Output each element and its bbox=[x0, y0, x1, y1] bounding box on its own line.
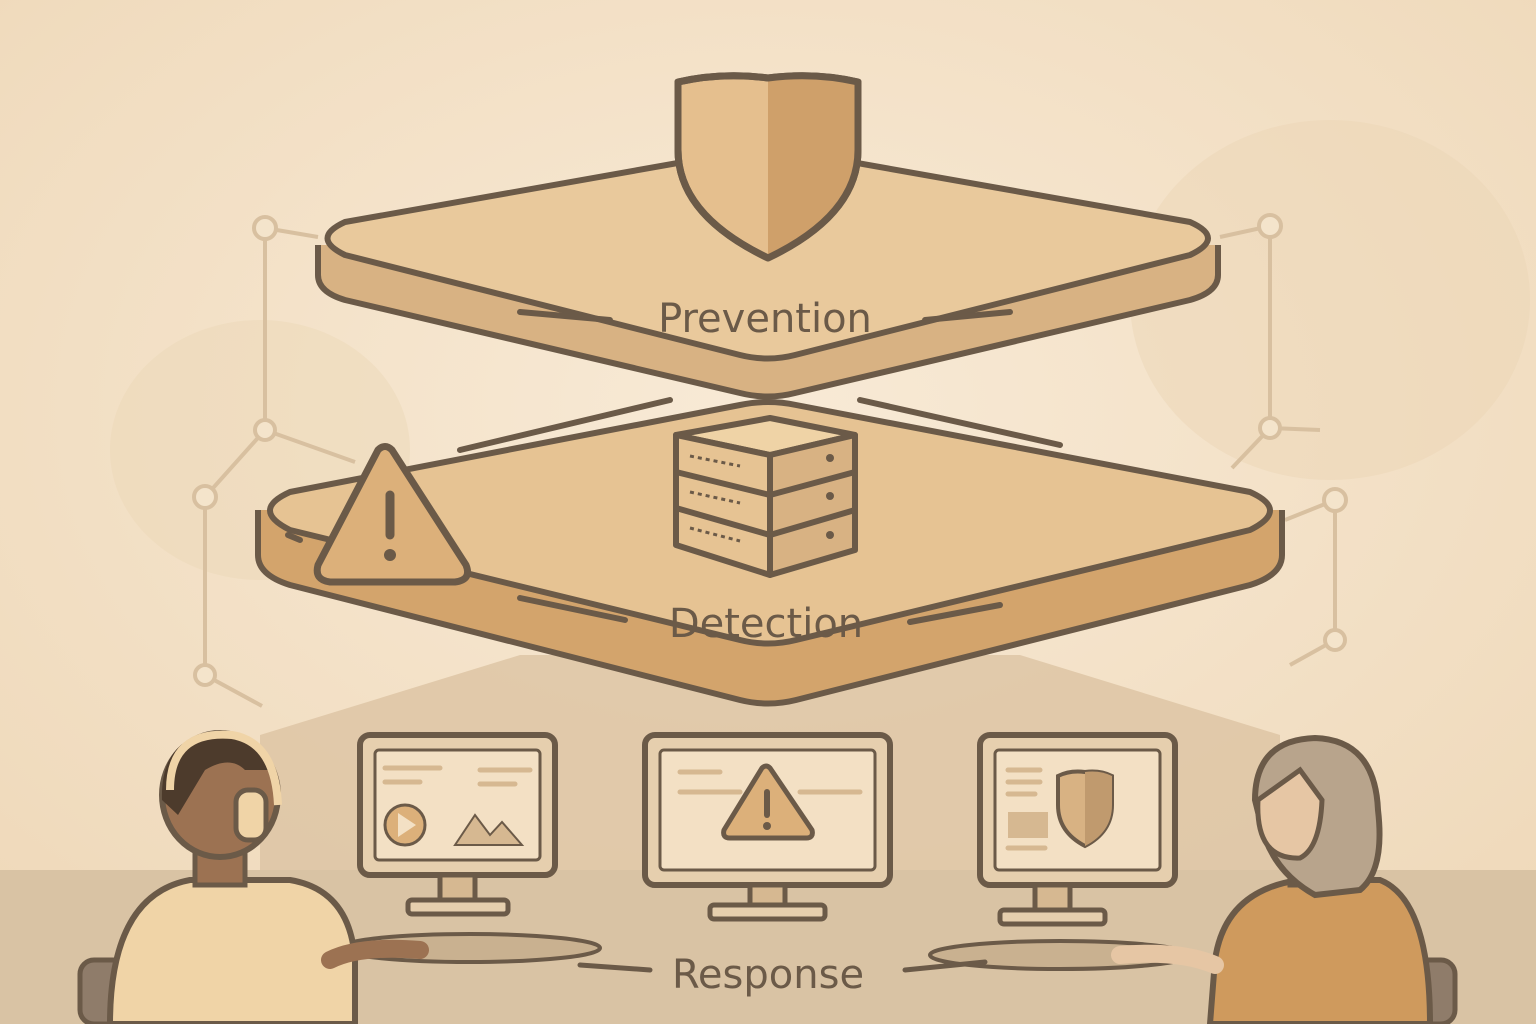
analyst-right bbox=[1111, 734, 1458, 1024]
response-label-dash-right bbox=[902, 959, 988, 973]
server-stack-icon bbox=[673, 415, 858, 578]
image-icon bbox=[453, 813, 525, 846]
warning-icon bbox=[721, 763, 815, 841]
response-area: Response bbox=[77, 730, 1458, 1024]
response-label: Response bbox=[672, 952, 864, 998]
floor bbox=[0, 870, 1536, 1024]
response-label-dash-left bbox=[577, 962, 653, 973]
network-nodes bbox=[192, 213, 1348, 687]
background-blob bbox=[1130, 120, 1530, 480]
shield-monitor bbox=[977, 732, 1178, 927]
detection-edge-accent bbox=[285, 532, 303, 543]
detection-edge-accent bbox=[857, 397, 1063, 448]
prevention-label-dash-left bbox=[517, 309, 613, 323]
prevention-label: Prevention bbox=[658, 296, 872, 342]
detection-label-dash-right bbox=[907, 602, 1003, 625]
detection-layer: Detection bbox=[255, 397, 1285, 707]
analyst-left bbox=[77, 730, 429, 1024]
play-icon bbox=[383, 803, 427, 847]
detection-label: Detection bbox=[669, 601, 863, 647]
prevention-layer: Prevention bbox=[315, 72, 1221, 400]
warning-icon bbox=[313, 443, 472, 586]
detection-label-dash-left bbox=[517, 595, 628, 623]
shield-icon bbox=[1056, 769, 1114, 849]
alert-monitor bbox=[642, 732, 893, 922]
prevention-label-dash-right bbox=[922, 309, 1013, 323]
media-monitor bbox=[357, 732, 558, 917]
detection-edge-accent bbox=[457, 397, 673, 453]
shield-icon bbox=[674, 72, 862, 262]
